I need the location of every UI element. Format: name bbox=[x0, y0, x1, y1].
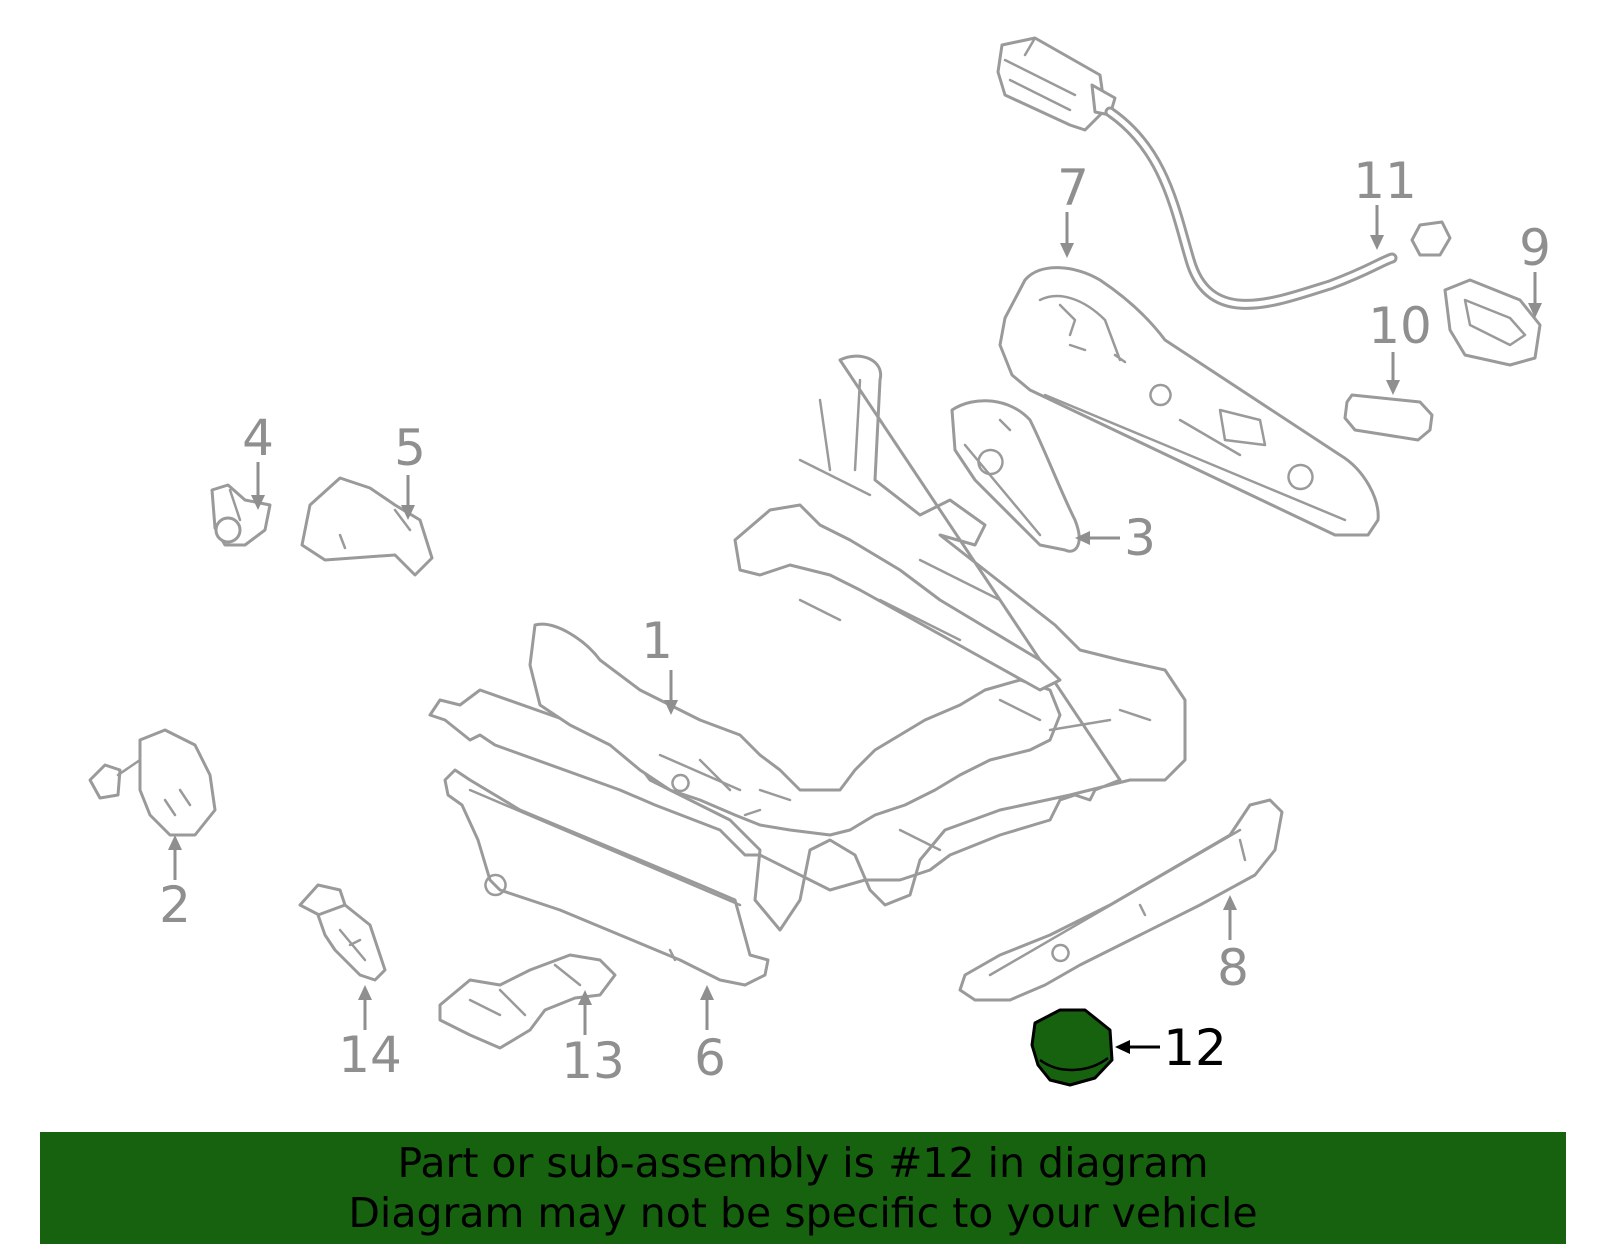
callout-label-3: 3 bbox=[1124, 509, 1156, 567]
part-11-cable bbox=[996, 36, 1452, 310]
callout-label-10: 10 bbox=[1368, 297, 1432, 355]
part-12-cap-highlighted bbox=[1030, 1008, 1114, 1087]
part-3-recliner-cover bbox=[950, 399, 1081, 553]
callout-12: 12 bbox=[1115, 1019, 1227, 1077]
callout-11: 11 bbox=[1353, 152, 1417, 250]
callout-9: 9 bbox=[1519, 219, 1551, 318]
callout-label-8: 8 bbox=[1217, 939, 1249, 997]
callout-1: 1 bbox=[641, 612, 678, 715]
callout-8: 8 bbox=[1217, 895, 1249, 997]
part-4-clip bbox=[210, 483, 272, 547]
callout-label-6: 6 bbox=[694, 1029, 726, 1087]
callout-label-7: 7 bbox=[1057, 159, 1089, 217]
part-6-lower-rail bbox=[443, 768, 770, 987]
part-13-bracket bbox=[438, 953, 617, 1050]
info-banner: Part or sub-assembly is #12 in diagram D… bbox=[40, 1132, 1566, 1244]
callout-label-1: 1 bbox=[641, 612, 673, 670]
callout-7: 7 bbox=[1057, 159, 1089, 258]
callout-6: 6 bbox=[694, 985, 726, 1087]
part-8-rail-cover bbox=[958, 798, 1284, 1002]
part-5-bracket bbox=[300, 476, 434, 577]
callout-5: 5 bbox=[394, 419, 426, 520]
callout-14: 14 bbox=[338, 985, 402, 1084]
part-10-plug bbox=[1343, 393, 1434, 442]
banner-line-part: Part or sub-assembly is #12 in diagram bbox=[397, 1139, 1209, 1187]
callout-label-14: 14 bbox=[338, 1026, 402, 1084]
callout-label-11: 11 bbox=[1353, 152, 1417, 210]
part-9-handle bbox=[1443, 278, 1542, 367]
part-14-push-pin bbox=[298, 883, 387, 982]
part-7-side-cover bbox=[998, 266, 1380, 537]
callout-13: 13 bbox=[561, 990, 625, 1090]
callout-4: 4 bbox=[242, 409, 274, 510]
banner-line-disclaimer: Diagram may not be specific to your vehi… bbox=[348, 1189, 1258, 1237]
part-2-clip bbox=[88, 728, 217, 837]
callout-3: 3 bbox=[1075, 509, 1156, 567]
callout-label-5: 5 bbox=[394, 419, 426, 477]
callout-10: 10 bbox=[1368, 297, 1432, 395]
part-1-seat-frame bbox=[428, 354, 1187, 932]
callout-label-4: 4 bbox=[242, 409, 274, 467]
callout-label-12: 12 bbox=[1163, 1019, 1227, 1077]
callout-label-13: 13 bbox=[561, 1032, 625, 1090]
callout-label-2: 2 bbox=[159, 876, 191, 934]
callout-label-9: 9 bbox=[1519, 219, 1551, 277]
callout-2: 2 bbox=[159, 835, 191, 934]
